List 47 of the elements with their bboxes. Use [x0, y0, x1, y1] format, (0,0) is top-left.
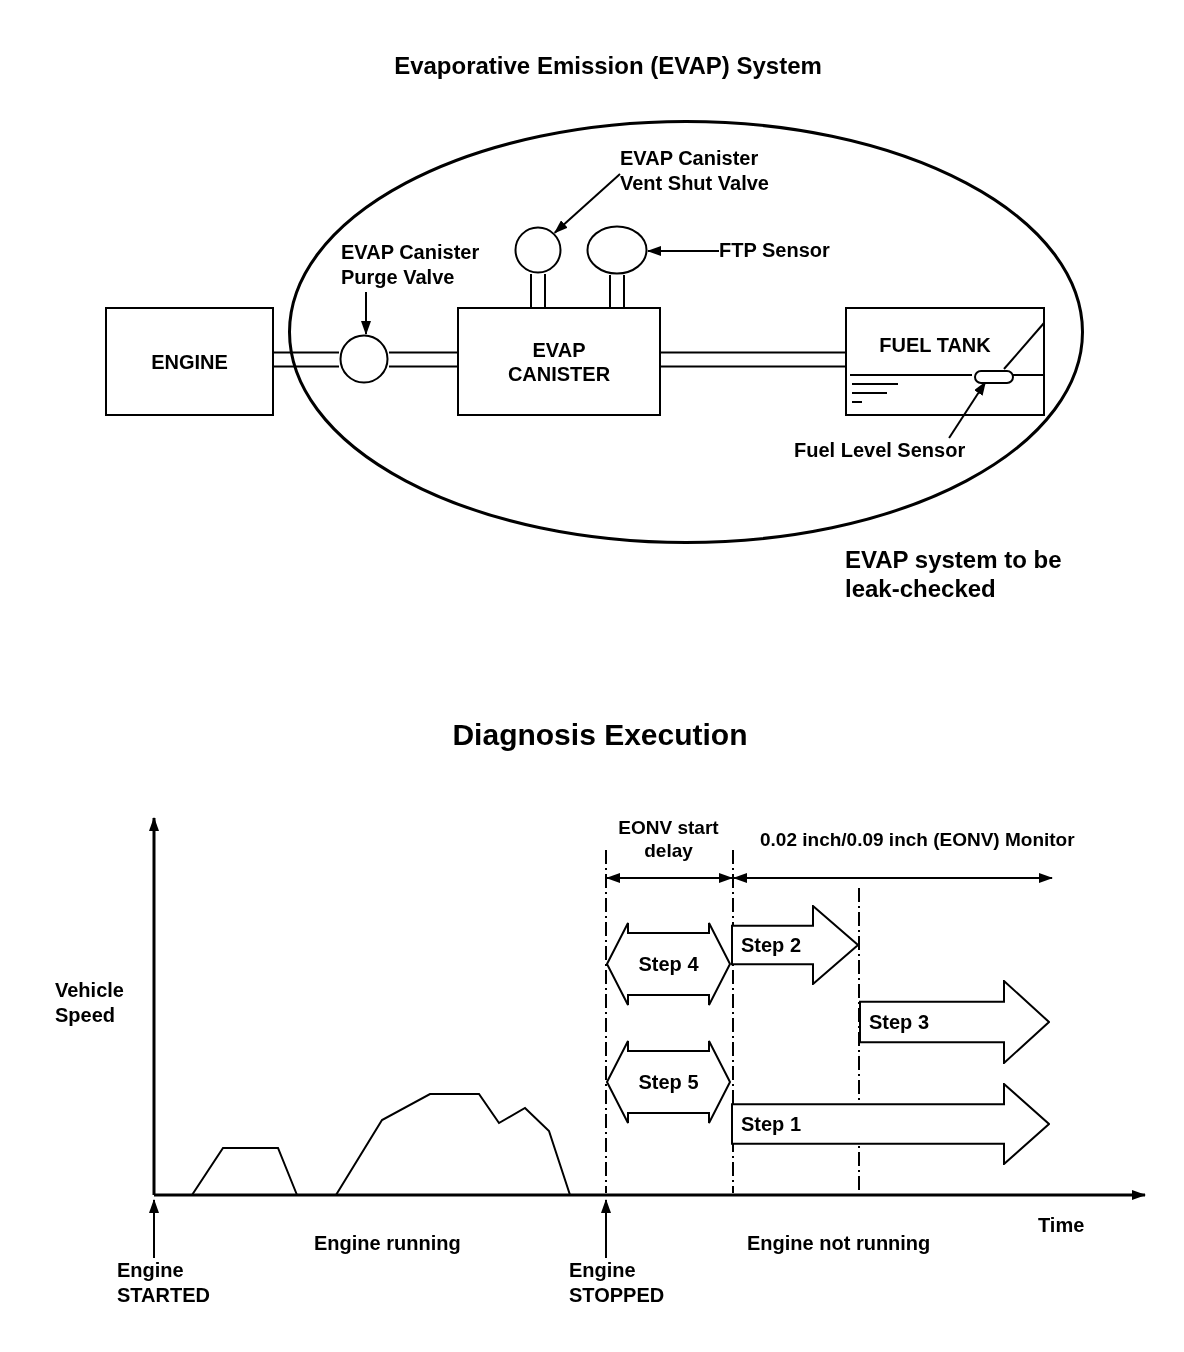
box-label: Step 1 — [741, 1112, 802, 1136]
leader-arrow — [149, 1199, 159, 1259]
valve-circle — [514, 226, 562, 274]
double-arrow-shape — [606, 1040, 731, 1124]
pipe — [389, 351, 457, 368]
sensor-circle — [586, 225, 648, 275]
interval-label: 0.02 inch/0.09 inch (EONV) Monitor — [760, 828, 1076, 852]
pipe — [530, 274, 546, 307]
diagram-title: Evaporative Emission (EVAP) System — [393, 51, 823, 81]
callout-label: EVAP Canister Vent Shut Valve — [620, 146, 795, 196]
arrow-shape — [731, 905, 859, 985]
pipe — [609, 275, 625, 307]
box-label: Step 2 — [741, 933, 802, 957]
phase-label: Engine not running — [747, 1231, 932, 1256]
leader-arrow — [361, 291, 371, 336]
fuel-tank-box — [845, 307, 1045, 416]
box-label: Step 4 — [638, 952, 699, 976]
callout-label: EVAP Canister Purge Valve — [341, 240, 506, 290]
callout-label: Fuel Level Sensor — [794, 438, 966, 463]
box-label: EVAP CANISTER — [506, 337, 612, 386]
arrow-shape — [731, 1083, 1050, 1165]
callout-label: FTP Sensor — [719, 238, 830, 263]
boundary-caption: EVAP system to be leak-checked — [845, 546, 1063, 604]
box-label: FUEL TANK — [879, 333, 991, 358]
pipe — [274, 351, 339, 368]
leak-check-boundary — [288, 120, 1084, 544]
leader-arrow — [601, 1199, 611, 1259]
box-label: ENGINE — [151, 349, 228, 374]
level-sensor-capsule — [974, 370, 1014, 384]
leader-arrow — [553, 173, 621, 234]
pipe — [661, 351, 845, 368]
phase-label: Engine running — [314, 1231, 462, 1256]
event-label: Engine STARTED — [117, 1258, 227, 1308]
axis-label: Time — [1038, 1213, 1086, 1238]
section-heading: Diagnosis Execution — [451, 717, 749, 753]
axis-label: Vehicle Speed — [55, 978, 125, 1028]
canister-box — [457, 307, 661, 416]
event-label: Engine STOPPED — [569, 1258, 689, 1308]
leader-arrow — [647, 246, 720, 256]
arrow-shape — [859, 980, 1050, 1064]
engine-box — [105, 307, 274, 416]
double-arrow-shape — [606, 922, 731, 1006]
box-label: Step 3 — [869, 1010, 930, 1034]
valve-circle — [339, 334, 389, 384]
box-label: Step 5 — [638, 1070, 699, 1094]
leader-arrow — [948, 381, 987, 439]
interval-label: EONV start delay — [617, 817, 720, 863]
